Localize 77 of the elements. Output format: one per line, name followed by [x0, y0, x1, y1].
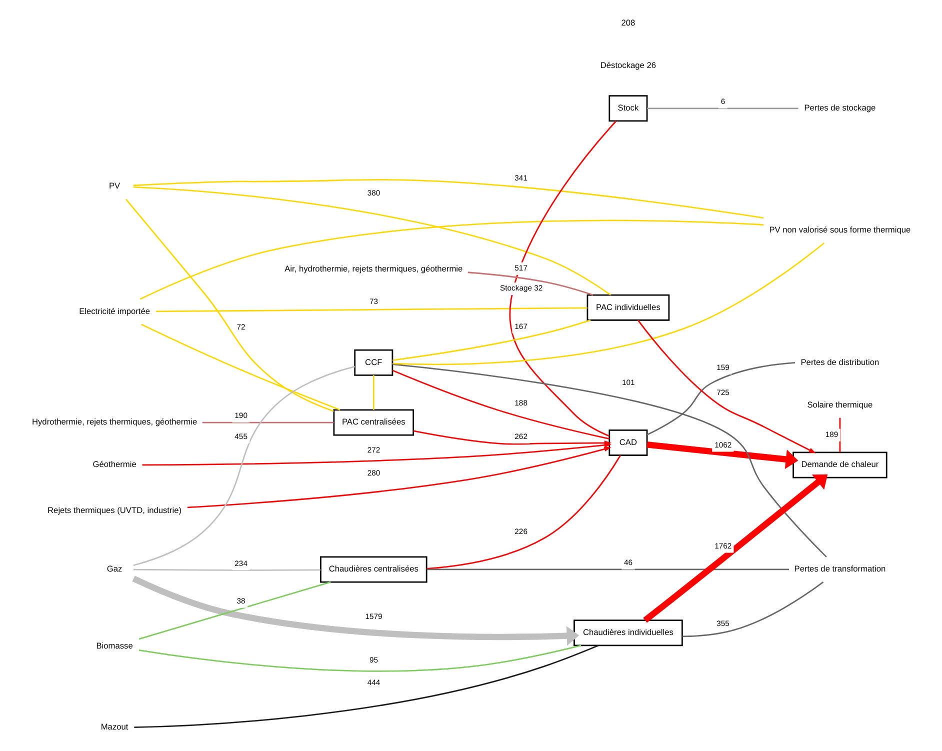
edge-label: 226: [514, 526, 527, 536]
edge-label: Stockage 32: [500, 284, 542, 293]
arrow: [132, 576, 579, 646]
node-box: Chaudières individuelles: [573, 620, 682, 646]
edge-label: 167: [514, 322, 527, 332]
edge-label: 341: [514, 174, 527, 183]
node-text: Rejets thermiques (UVTD, industrie): [47, 505, 182, 516]
edge-label: 101: [621, 378, 634, 387]
node-box: PAC centralisées: [332, 409, 414, 436]
connector: [134, 644, 598, 728]
node-text: Air, hydrothermie, rejets thermiques, géothermie: [284, 263, 462, 274]
connector: [156, 307, 587, 312]
connector: [392, 364, 826, 558]
edge-label: 280: [366, 468, 380, 478]
edge-label: 272: [366, 445, 380, 454]
node-box: PAC individuelles: [586, 294, 670, 321]
node-text: Electricité importée: [78, 306, 150, 316]
edge-label: 159: [716, 363, 729, 372]
node-text: Solaire thermique: [806, 399, 872, 410]
node-box: Chaudières centralisées: [320, 556, 427, 583]
edge-label: 380: [366, 188, 380, 198]
connector: [132, 366, 354, 566]
connector: [682, 582, 824, 638]
edge-label: 95: [368, 656, 378, 665]
connector: [392, 370, 609, 440]
edge-label: 262: [514, 432, 527, 442]
edge-label: 517: [514, 264, 527, 273]
edge-label: 455: [234, 432, 247, 442]
node-text: Pertes de distribution: [800, 356, 879, 367]
connector: [138, 581, 330, 640]
node-text: Pertes de stockage: [804, 102, 876, 113]
label: 208: [620, 18, 635, 28]
edge-label: 355: [716, 618, 729, 628]
connector: [372, 375, 374, 410]
connector: [139, 220, 764, 300]
edge-label: 46: [624, 558, 632, 568]
connector: [392, 242, 824, 366]
connector: [132, 568, 320, 571]
connector: [426, 568, 788, 570]
node-text: Pertes de transformation: [794, 564, 886, 574]
node-text: Biomasse: [96, 640, 132, 650]
edge-label: 189: [824, 430, 838, 439]
edge-label: 1762: [714, 541, 732, 550]
node-text: Hydrothermie, rejets thermiques, géothermie: [32, 416, 197, 427]
node-text: PV: [108, 180, 120, 191]
connector: [202, 422, 334, 424]
node-text: Géothermie: [92, 459, 136, 470]
arrow: [646, 442, 798, 470]
edge-label: 6: [720, 97, 725, 106]
connector: [124, 198, 334, 412]
connector: [508, 120, 616, 437]
edge-label: 190: [234, 411, 247, 420]
node-box: CCF: [354, 349, 393, 376]
connector: [138, 644, 581, 672]
node-text: Mazout: [100, 722, 128, 732]
connector: [132, 179, 764, 219]
edge-label: 1062: [714, 440, 732, 450]
arrow: [642, 474, 828, 623]
edge-label: 38: [236, 596, 245, 606]
node-text: Gaz: [106, 564, 122, 574]
edge-label: 73: [368, 296, 378, 306]
node-box: Stock: [608, 95, 648, 122]
edge-label: 188: [514, 398, 527, 408]
edge-label: 234: [234, 558, 247, 568]
connector: [646, 108, 798, 110]
label: Déstockage 26: [600, 60, 656, 70]
connector: [838, 418, 840, 452]
connector: [140, 324, 340, 411]
edge-label: 72: [236, 322, 245, 332]
node-text: PV non valorisé sous forme thermique: [768, 224, 910, 234]
arrow: [186, 446, 611, 508]
connector: [426, 454, 621, 570]
edge-label: 725: [716, 388, 729, 398]
edge-label: 1579: [364, 612, 382, 621]
node-box: Demande de chaleur: [792, 452, 887, 478]
node-box: CAD: [608, 429, 648, 456]
edge-label: 444: [366, 678, 380, 687]
